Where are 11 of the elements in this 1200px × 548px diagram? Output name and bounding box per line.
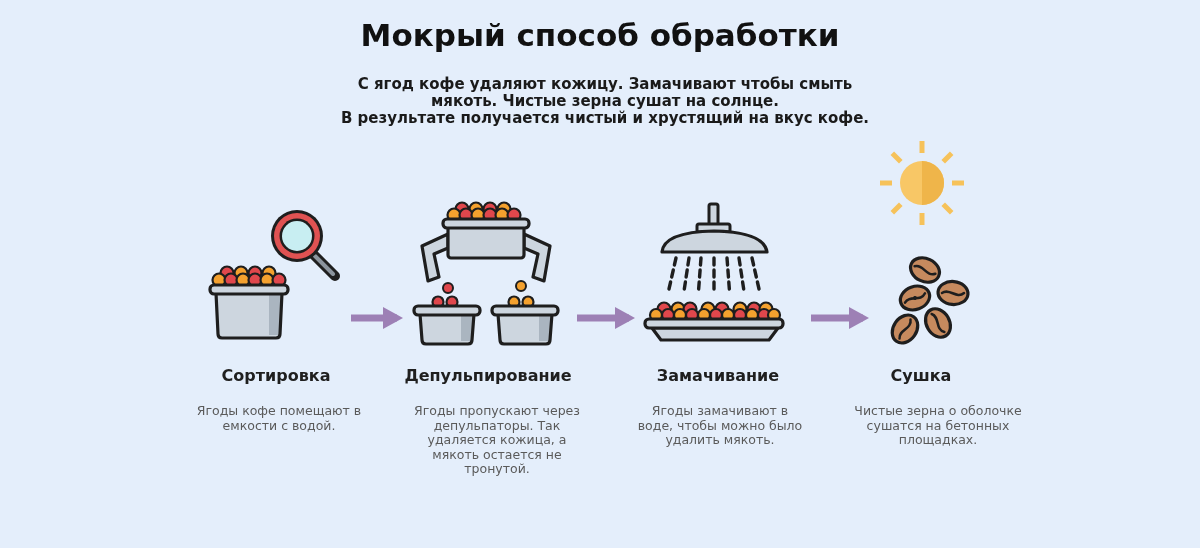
step-description: Чистые зерна о оболочке сушатся на бетонных площадках.: [853, 404, 1023, 448]
title: Мокрый способ обработки: [360, 16, 840, 55]
step-heading: Сортировка: [221, 366, 331, 386]
step-description: Ягоды кофе помещают в емкости с водой.: [195, 404, 363, 433]
subtitle: С ягод кофе удаляют кожицу. Замачивают чтобы смыть мякоть. Чистые зерна сушат на солнце.: [356, 76, 853, 110]
step-description: Ягоды пропускают через депульпаторы. Так удаляется кожица, а мякоть остается не тронутой.: [413, 404, 581, 477]
step-heading: Замачивание: [656, 366, 780, 386]
subtitle: В результате получается чистый и хрустящий на вкус кофе.: [340, 110, 870, 127]
step-heading: Сушка: [890, 366, 952, 386]
step-heading: Депульпирование: [404, 366, 572, 386]
step-description: Ягоды замачивают в воде, чтобы можно было удалить мякоть.: [636, 404, 804, 448]
